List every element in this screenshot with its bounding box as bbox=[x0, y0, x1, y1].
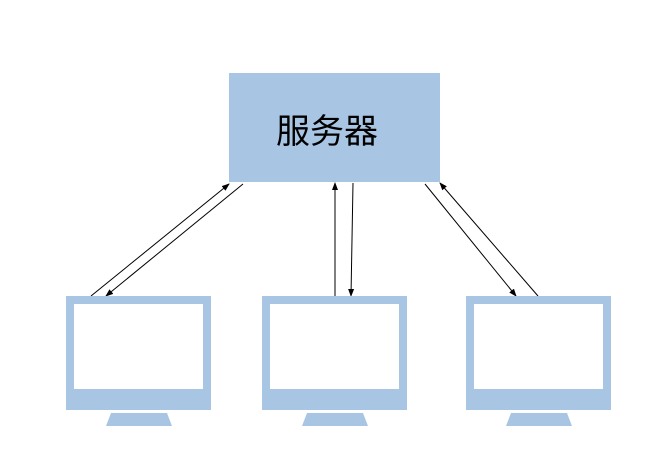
client-monitor-right bbox=[466, 296, 611, 426]
monitor-stand bbox=[302, 413, 368, 426]
server-box bbox=[229, 73, 440, 182]
arrow-server-to-left bbox=[105, 183, 244, 297]
monitor-screen bbox=[74, 304, 203, 389]
arrow-server-to-right bbox=[424, 183, 517, 297]
monitor-stand bbox=[106, 413, 172, 426]
client-monitor-left bbox=[66, 296, 211, 426]
monitor-icon bbox=[466, 296, 611, 426]
arrow-right-to-server bbox=[439, 182, 539, 297]
connections bbox=[90, 182, 539, 297]
monitor-screen bbox=[270, 304, 399, 389]
server-node: 服务器 bbox=[229, 73, 440, 182]
client-monitor-middle bbox=[262, 296, 407, 426]
server-label: 服务器 bbox=[276, 112, 378, 152]
monitor-icon bbox=[66, 296, 211, 426]
monitor-icon bbox=[262, 296, 407, 426]
arrow-left-to-server bbox=[90, 183, 230, 297]
monitor-screen bbox=[474, 304, 603, 389]
arrow-server-to-middle bbox=[348, 182, 355, 297]
monitor-stand bbox=[506, 413, 572, 426]
